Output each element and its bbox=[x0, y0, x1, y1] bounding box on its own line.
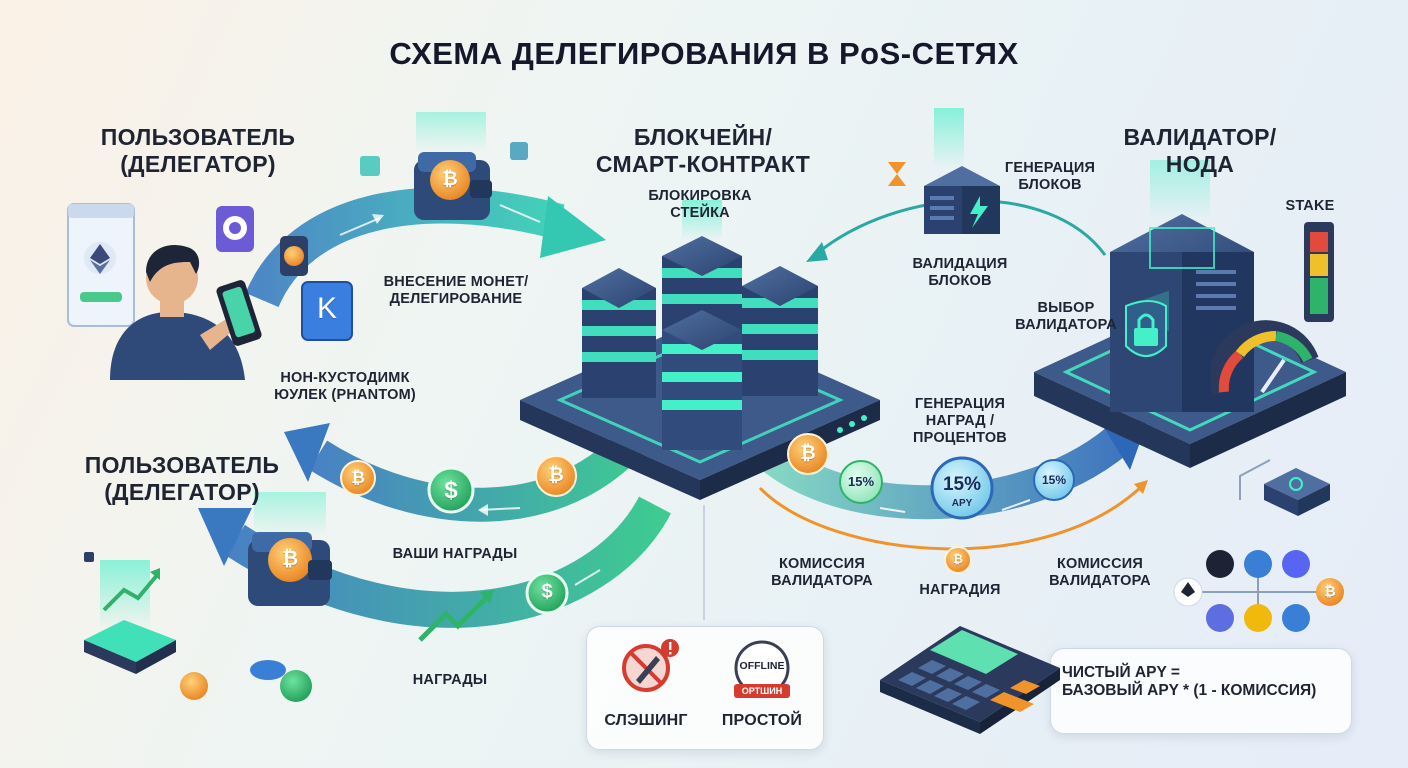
validator-choice-label: ВЫБОР ВАЛИДАТОРА bbox=[1015, 300, 1117, 334]
chat-bubble-icon bbox=[216, 206, 254, 252]
hourglass-icon bbox=[888, 162, 906, 186]
float-cube-icon bbox=[360, 156, 380, 176]
dollar-coin-left bbox=[427, 466, 475, 514]
server-stack-left bbox=[582, 268, 656, 398]
page-title: СХЕМА ДЕЛЕГИРОВАНИЯ В PoS-СЕТЯХ bbox=[389, 36, 1019, 71]
offline-sub-text: ОРТШИН bbox=[741, 686, 783, 696]
block-generation-label: ГЕНЕРАЦИЯ БЛОКОВ bbox=[1004, 160, 1096, 194]
apy-right-value: 15% bbox=[1041, 473, 1067, 487]
network-link-line bbox=[1239, 459, 1271, 500]
commission-arrow bbox=[758, 480, 1148, 551]
bitcoin-coin-mid bbox=[535, 455, 577, 497]
slashing-label: СЛЭШИНГ bbox=[604, 712, 688, 729]
top-wallet-icon bbox=[414, 112, 492, 220]
reward-generation-label: ГЕНЕРАЦИЯ НАГРАД / ПРОЦЕНТОВ bbox=[913, 396, 1007, 447]
apy-coin-center bbox=[930, 456, 994, 520]
validator-node-tower bbox=[1110, 160, 1254, 412]
phone-screen-panel bbox=[67, 203, 135, 327]
rewards-arrow-head bbox=[198, 508, 252, 566]
bitcoin-glyph: ₿ bbox=[281, 548, 299, 570]
float-cube-icon bbox=[510, 142, 528, 160]
token-network-icons bbox=[1173, 550, 1344, 632]
nagradiya-label: НАГРАДИЯ bbox=[919, 582, 1001, 598]
bitcoin-glyph: ₿ bbox=[548, 465, 564, 486]
stake-lock-label: БЛОКИРОВКА СТЕЙКА bbox=[648, 188, 752, 222]
formula-card bbox=[1050, 648, 1352, 734]
user-bottom-label: ПОЛЬЗОВАТЕЛЬ (ДЕЛЕГАТОР) bbox=[84, 452, 280, 506]
apy-coin-left bbox=[839, 460, 883, 504]
deposit-label: ВНЕСЕНИЕ МОНЕТ/ ДЕЛЕГИРОВАНИЕ bbox=[383, 274, 529, 308]
deposit-arrow-head bbox=[540, 196, 606, 258]
offline-text: OFFLINE bbox=[739, 660, 785, 672]
stake-meter-bar bbox=[1304, 222, 1334, 322]
block-generation-cube-icon bbox=[924, 108, 1000, 234]
bottom-wallet-icon bbox=[248, 492, 332, 606]
dollar-glyph: $ bbox=[541, 581, 553, 603]
bitcoin-glyph: ₿ bbox=[442, 169, 458, 190]
wallet-k-glyph: K bbox=[316, 292, 337, 325]
wallet-label: НОН-КУСТОДИМК ЮУЛЕК (PHANTOM) bbox=[274, 370, 416, 404]
bitcoin-glyph: ₿ bbox=[953, 552, 963, 566]
small-device-icon bbox=[1264, 468, 1330, 516]
wallet-k-icon bbox=[301, 281, 353, 341]
growth-pedestal-icon bbox=[84, 552, 176, 674]
your-rewards-arrow-head bbox=[284, 423, 330, 482]
formula-text: ЧИСТЫЙ APY = БАЗОВЫЙ APY * (1 - КОМИССИЯ… bbox=[1062, 664, 1317, 700]
bitcoin-glyph: ₿ bbox=[1324, 583, 1336, 599]
dollar-glyph: $ bbox=[444, 477, 458, 504]
growth-arrow-icon bbox=[418, 594, 490, 642]
stake-label: STAKE bbox=[1285, 198, 1335, 214]
apy-coin-right bbox=[1033, 459, 1075, 501]
calculator-icon bbox=[880, 626, 1060, 734]
commission-coin bbox=[944, 546, 972, 574]
apy-left-value: 15% bbox=[847, 474, 875, 489]
rewards-label: НАГРАДЫ bbox=[412, 672, 488, 688]
user-person-figure bbox=[110, 245, 262, 380]
coin-stack-icon bbox=[180, 660, 312, 702]
apy-center-unit: APY bbox=[951, 498, 973, 509]
slashing-icon bbox=[622, 639, 679, 692]
bitcoin-glyph: ₿ bbox=[351, 468, 365, 487]
your-rewards-label: ВАШИ НАГРАДЫ bbox=[392, 546, 518, 562]
bitcoin-coin-left bbox=[340, 460, 376, 496]
offline-icon bbox=[734, 640, 790, 698]
commission-right-label: КОМИССИЯ ВАЛИДАТОРА bbox=[1049, 556, 1151, 590]
server-stack-right bbox=[742, 266, 818, 396]
validator-gauge-icon bbox=[1210, 320, 1319, 396]
small-coin-icon bbox=[280, 236, 308, 276]
downtime-label: ПРОСТОЙ bbox=[721, 712, 803, 729]
block-validation-label: ВАЛИДАЦИЯ БЛОКОВ bbox=[912, 256, 1008, 290]
bitcoin-coin-reward bbox=[787, 433, 829, 475]
validator-label: ВАЛИДАТОР/ НОДА bbox=[1123, 124, 1277, 178]
user-top-label: ПОЛЬЗОВАТЕЛЬ (ДЕЛЕГАТОР) bbox=[100, 124, 296, 178]
apy-center-value: 15% bbox=[942, 474, 982, 495]
server-stack-front bbox=[662, 310, 742, 450]
dollar-coin-bottom bbox=[525, 571, 569, 615]
commission-left-label: КОМИССИЯ ВАЛИДАТОРА bbox=[771, 556, 873, 590]
blockchain-label: БЛОКЧЕЙН/ СМАРТ-КОНТРАКТ bbox=[595, 124, 811, 178]
bitcoin-glyph: ₿ bbox=[800, 443, 816, 464]
